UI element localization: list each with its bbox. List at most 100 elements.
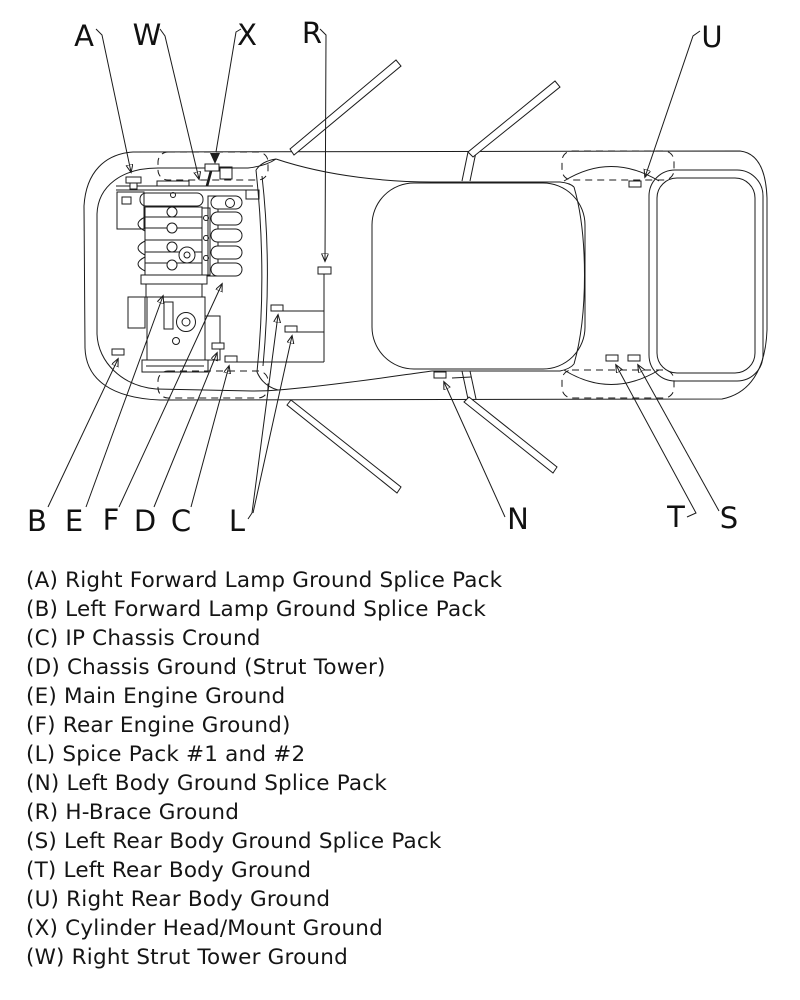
ground-a-bolt-cap-icon <box>125 176 142 184</box>
legend-item-n: (N) Left Body Ground Splice Pack <box>26 771 387 796</box>
body-inner-front <box>96 167 159 390</box>
pillar-strips <box>286 59 561 494</box>
callout-letter-r: R <box>302 16 322 50</box>
leader-w <box>159 28 199 179</box>
intake-runner-5 <box>210 262 243 277</box>
ground-u-icon <box>628 180 642 188</box>
rear-right-wheel-arch <box>563 166 660 182</box>
lower-flange-2 <box>145 283 203 298</box>
windshield-top-line <box>275 158 433 183</box>
ground-s-icon <box>627 354 641 362</box>
exhaust-bump-2 <box>137 240 146 256</box>
legend-item-b: (B) Left Forward Lamp Ground Splice Pack <box>26 597 487 622</box>
intake-runner-4 <box>210 245 243 260</box>
callout-letter-x: X <box>237 18 257 52</box>
leader-n <box>444 382 506 518</box>
fender-line-top <box>158 158 277 169</box>
legend-item-u: (U) Right Rear Body Ground <box>26 887 331 912</box>
leader-f <box>118 284 222 508</box>
cowl-line-2 <box>261 175 268 367</box>
trans-right-bracket <box>204 315 221 361</box>
legend-item-x: (X) Cylinder Head/Mount Ground <box>26 916 383 941</box>
leader-l1 <box>247 315 278 520</box>
callout-letter-l: L <box>229 504 245 538</box>
intake-runner-3 <box>210 228 243 243</box>
legend-item-l: (L) Spice Pack #1 and #2 <box>26 742 306 767</box>
engine-assembly <box>116 166 260 373</box>
belt-line-bottom <box>432 363 575 372</box>
rear-left-wheel-arch <box>563 369 660 385</box>
cowl-line-1 <box>255 169 263 373</box>
callout-letter-a: A <box>74 19 94 53</box>
ground-l1-icon <box>270 304 284 312</box>
trans-left-bracket <box>127 296 146 329</box>
car-ground-diagram: A W X R U B E F D C L N T S <box>27 16 768 538</box>
exhaust-bump-1 <box>137 216 146 232</box>
rail-end-bracket <box>245 189 260 200</box>
body-outer <box>83 150 768 401</box>
leader-c <box>190 366 229 508</box>
cylinder-1 <box>166 206 178 218</box>
roof-outline <box>371 182 586 370</box>
cowl-bottom-curve <box>256 371 279 391</box>
cylinder-3 <box>166 241 178 253</box>
front-right-wheel-well <box>157 151 269 181</box>
ground-c-icon <box>224 355 238 363</box>
engine-mount-bracket <box>219 166 233 180</box>
leader-u <box>645 30 701 177</box>
callout-letter-c: C <box>171 504 191 538</box>
pillar-stub-top-2 <box>469 151 477 182</box>
leader-e <box>85 296 163 508</box>
trunk-inner <box>656 177 756 374</box>
legend-item-e: (E) Main Engine Ground <box>26 684 286 709</box>
ground-r-icon <box>317 266 332 275</box>
legend-item-r: (R) H-Brace Ground <box>26 800 240 825</box>
trans-detail-circle <box>172 337 180 345</box>
ground-symbols <box>111 153 642 379</box>
legend-item-t: (T) Left Rear Body Ground <box>26 858 312 883</box>
ground-x-arrow-icon <box>210 153 220 164</box>
ground-a-bolt-base-icon <box>129 182 138 190</box>
ground-x-stem <box>205 170 213 187</box>
callout-letter-s: S <box>720 501 738 535</box>
legend-item-s: (S) Left Rear Body Ground Splice Pack <box>26 829 442 854</box>
rear-left-wheel-well <box>561 369 675 399</box>
leader-r <box>319 28 326 261</box>
pillar-stub-bottom-2 <box>469 370 477 400</box>
leader-d <box>153 353 217 508</box>
ground-b-icon <box>111 348 125 356</box>
cylinder-4 <box>166 259 178 271</box>
callout-letter-t: T <box>666 500 685 534</box>
leader-t <box>616 365 697 518</box>
transmission-slot <box>163 301 174 330</box>
harness-bracket <box>237 274 472 379</box>
n-link-line <box>451 376 472 379</box>
ground-l2-icon <box>284 325 298 333</box>
callout-letter-f: F <box>103 503 120 537</box>
windshield-bottom-line <box>277 370 433 391</box>
front-left-wheel-well <box>157 370 269 399</box>
strip-a-pillar-top <box>289 59 402 156</box>
leader-b <box>47 359 118 508</box>
trunk-outer <box>648 169 764 382</box>
intake-runner-2 <box>210 211 243 226</box>
valve-cover <box>139 192 204 207</box>
leader-x <box>215 28 242 153</box>
battery-box <box>116 191 145 230</box>
legend: (A) Right Forward Lamp Ground Splice Pac… <box>26 566 766 972</box>
lower-flange-1 <box>140 274 208 285</box>
pulley-inner <box>183 251 191 259</box>
callout-letter-u: U <box>701 20 722 54</box>
callout-letter-e: E <box>65 504 83 538</box>
strip-a-pillar-bottom <box>286 399 402 494</box>
cylinder-2 <box>166 222 178 234</box>
ground-n-icon <box>433 371 447 379</box>
trans-pulley-outer <box>176 312 196 332</box>
belt-line-top <box>432 181 575 188</box>
leader-lines <box>47 28 720 520</box>
legend-item-a: (A) Right Forward Lamp Ground Splice Pac… <box>26 568 503 593</box>
valve-cover-cap <box>170 192 176 198</box>
car-plan-view-svg: A W X R U B E F D C L N T S <box>27 16 768 538</box>
fender-line-bottom <box>155 388 279 392</box>
